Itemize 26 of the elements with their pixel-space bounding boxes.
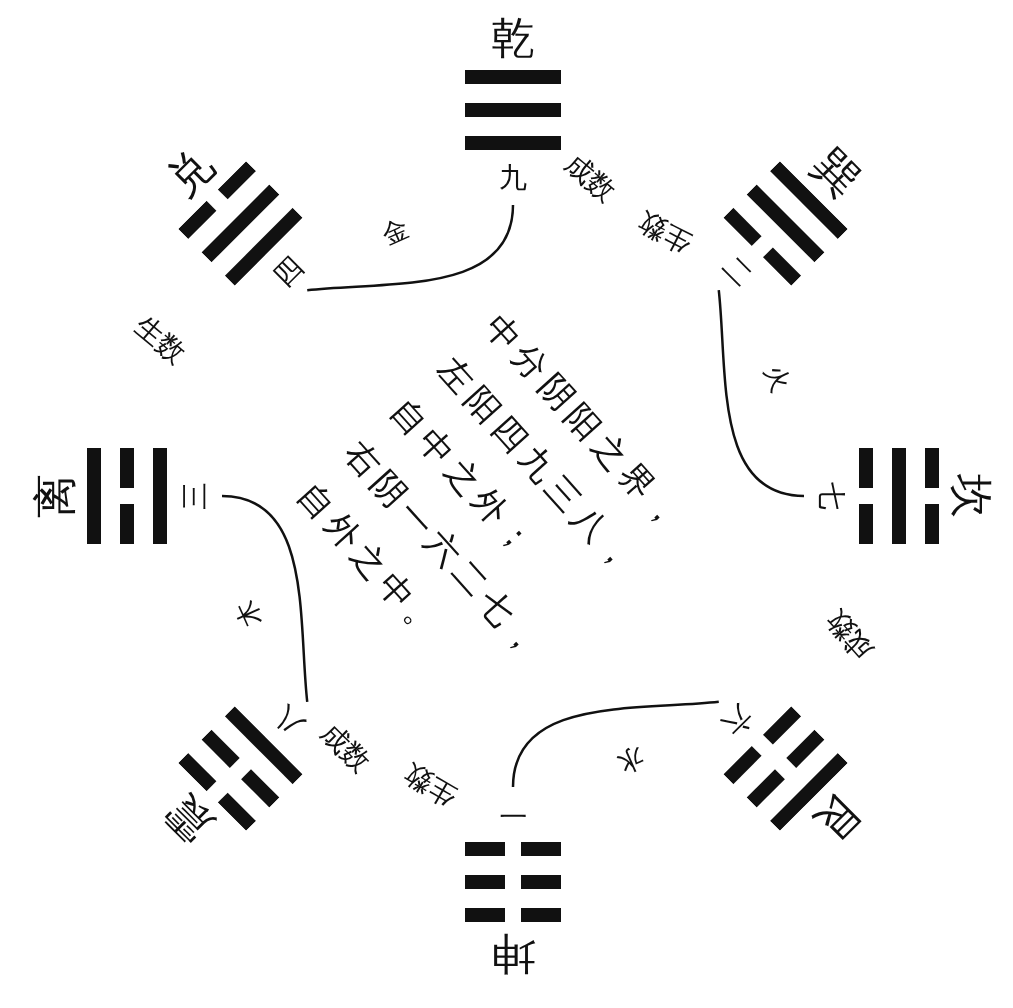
number-type-label: 成数 — [819, 603, 881, 667]
trigram-name: 震 — [154, 785, 224, 855]
number-label: 六 — [715, 698, 761, 745]
number-label: 一 — [498, 797, 528, 833]
connector-curve — [717, 290, 805, 498]
trigram-name: 坎 — [946, 473, 996, 520]
trigram-name: 巽 — [802, 137, 872, 207]
number-type-label: 成数 — [558, 147, 622, 209]
number-label: 四 — [265, 248, 311, 295]
number-type-label: 生数 — [128, 309, 192, 371]
number-type-label: 成数 — [313, 716, 377, 780]
number-type-label: 生数 — [397, 757, 463, 813]
number-type-label: 生数 — [632, 205, 698, 259]
number-label: 八 — [265, 698, 311, 745]
trigram-name: 乾 — [490, 13, 536, 63]
number-label: 九 — [498, 160, 528, 196]
number-label: 三 — [177, 481, 212, 511]
trigram-name: 坤 — [490, 929, 536, 979]
connector-curve — [307, 204, 515, 292]
trigram-name: 离 — [30, 473, 80, 520]
number-label: 二 — [715, 248, 761, 295]
connector-curve — [511, 700, 719, 788]
number-label: 七 — [814, 481, 849, 511]
connector-curve — [221, 494, 309, 702]
trigram-name: 兑 — [154, 137, 224, 207]
trigram-name: 艮 — [802, 785, 872, 855]
